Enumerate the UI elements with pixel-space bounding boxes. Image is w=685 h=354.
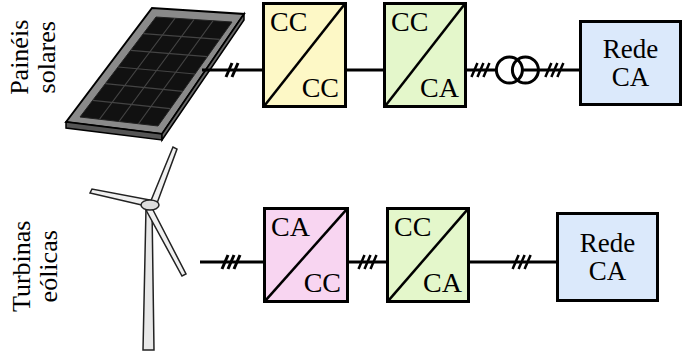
output-type: CC [302,74,339,102]
converter-box: CA CC [263,207,349,303]
source-label: Turbinas eólicas [8,202,63,330]
node-label: Rede CA [591,35,671,92]
output-type: CA [423,269,462,297]
input-type: CC [391,8,428,36]
power-line [467,57,579,83]
input-type: CC [270,8,307,36]
converter-box: CC CA [386,207,470,303]
power-line [470,255,556,269]
power-line [347,70,383,71]
source-wire [200,63,263,269]
node-label: Rede CA [568,229,648,286]
wind-turbine [90,147,186,350]
power-line [349,255,386,269]
grid-box: Rede CA [579,20,682,106]
transformer-symbol [496,57,522,83]
converter-box: CC CA [383,2,467,108]
solar-panel [66,8,244,140]
output-type: CC [304,269,341,297]
input-type: CC [394,213,431,241]
output-type: CA [420,74,459,102]
source-label: Painéis solares [6,1,61,113]
converter-box: CC CC [262,2,347,108]
grid-box: Rede CA [556,212,659,302]
input-type: CA [271,213,310,241]
